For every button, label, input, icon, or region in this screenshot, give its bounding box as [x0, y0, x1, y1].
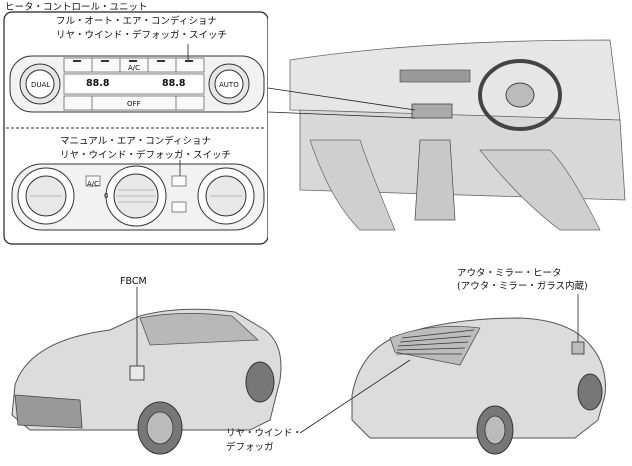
diagram-title: ヒータ・コントロール・ユニット [5, 2, 148, 13]
full-auto-label-2: リヤ・ウインド・デフォッガ・スイッチ [56, 30, 228, 41]
manual-ac-label: A/C [87, 180, 100, 188]
fan-zero-label: 0 [104, 192, 109, 200]
dual-knob-label: DUAL [31, 81, 51, 89]
outer-mirror-heater-label-2: (アウタ・ミラー・ガラス内蔵) [457, 281, 588, 292]
outer-mirror [571, 341, 585, 355]
dashboard-illustration [267, 18, 630, 250]
full-auto-label-1: フル・オート・エア・コンディショナ [56, 16, 217, 27]
ac-button-label: A/C [128, 64, 141, 72]
rear-defogger-label-2: デフォッガ [226, 442, 274, 453]
front-car-illustration [11, 287, 282, 455]
rear-defogger-lines [396, 329, 475, 355]
rear-car-illustration [299, 294, 606, 455]
fbcm-label: FBCM [120, 276, 147, 287]
off-button-label: OFF [127, 100, 141, 108]
rear-defogger-label-1: リヤ・ウインド・ [226, 428, 303, 439]
full-auto-panel [9, 44, 265, 113]
temp-left-display: 88.8 [86, 78, 110, 89]
auto-knob-label: AUTO [219, 81, 239, 89]
manual-label-1: マニュアル・エア・コンディショナ [60, 136, 212, 147]
manual-panel [11, 160, 265, 231]
fbcm-module [129, 365, 145, 381]
manual-label-2: リヤ・ウインド・デフォッガ・スイッチ [60, 150, 232, 161]
temp-right-display: 88.8 [162, 78, 186, 89]
outer-mirror-heater-label-1: アウタ・ミラー・ヒータ [457, 268, 562, 279]
